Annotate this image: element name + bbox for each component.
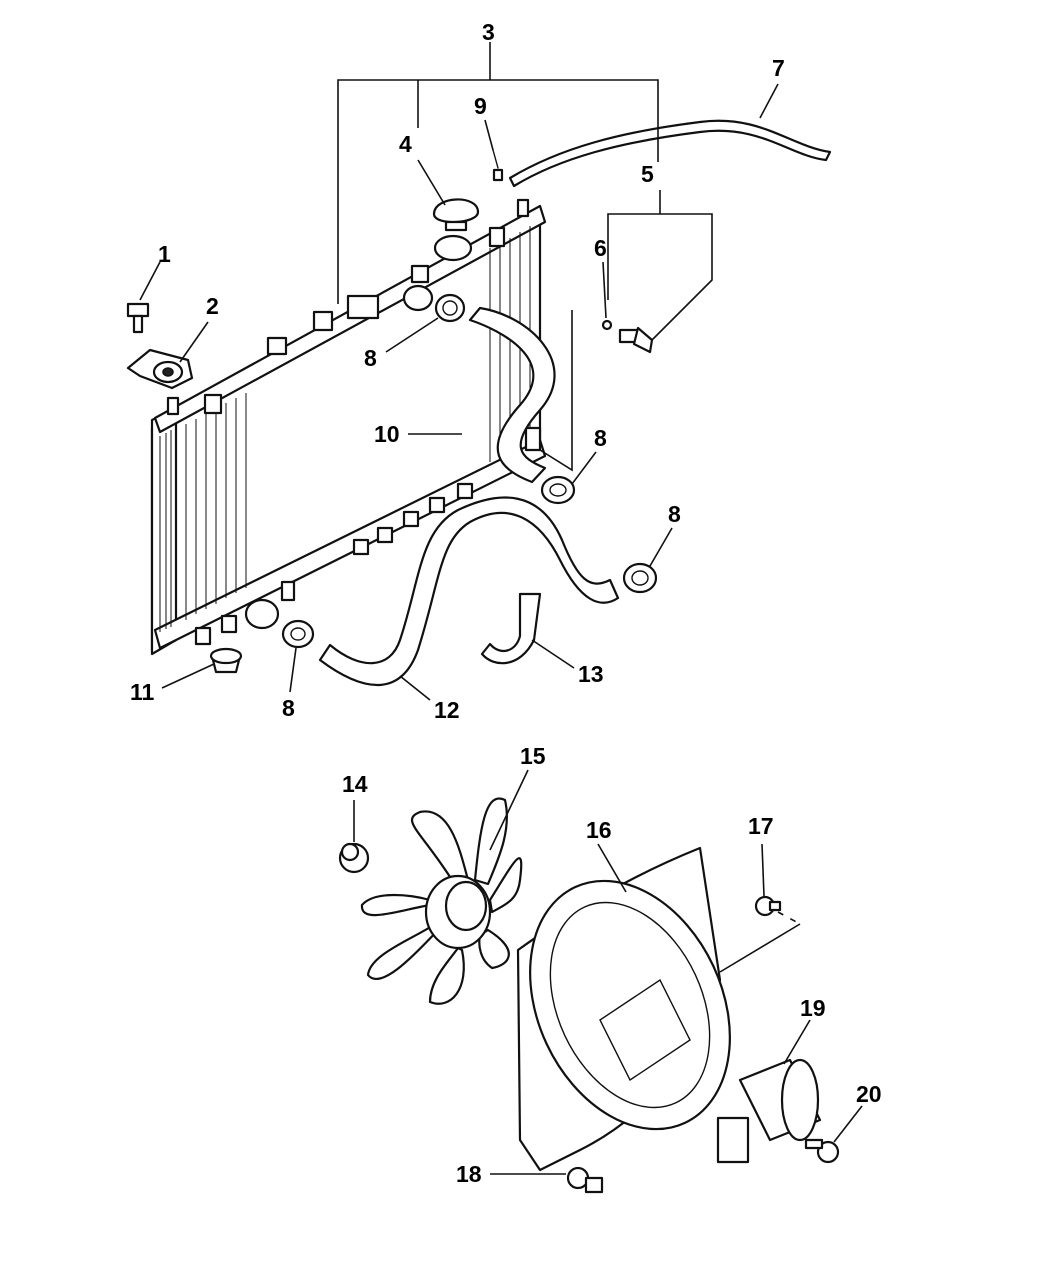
callout-16: 16 bbox=[586, 817, 612, 843]
part-17-bolt bbox=[754, 895, 782, 917]
part-20-screw bbox=[804, 1138, 840, 1164]
part-8-hose-clamp-right bbox=[622, 562, 658, 594]
part-8-hose-clamp-outlet bbox=[540, 475, 576, 505]
callout-15: 15 bbox=[520, 743, 546, 769]
callout-8-outlet: 8 bbox=[594, 425, 607, 451]
callout-8-lower: 8 bbox=[282, 695, 295, 721]
part-4-radiator-cap bbox=[432, 198, 480, 232]
callout-17: 17 bbox=[748, 813, 774, 839]
callout-2: 2 bbox=[206, 293, 219, 319]
callout-10: 10 bbox=[374, 421, 400, 447]
callout-19: 19 bbox=[800, 995, 826, 1021]
callout-11: 11 bbox=[130, 679, 155, 705]
callout-4: 4 bbox=[399, 131, 412, 157]
upper-radiator-hose bbox=[468, 306, 556, 484]
part-1-bolt bbox=[126, 302, 150, 334]
radiator bbox=[150, 198, 547, 656]
part-2-mount-bracket bbox=[126, 348, 194, 390]
callout-18: 18 bbox=[456, 1161, 482, 1187]
callout-1: 1 bbox=[158, 241, 171, 267]
part-5-drain-plug bbox=[618, 326, 654, 354]
callout-9: 9 bbox=[474, 93, 487, 119]
part-13-hose-bracket bbox=[480, 592, 542, 665]
part-15-fan-blade bbox=[360, 797, 523, 1005]
callout-13: 13 bbox=[578, 661, 604, 687]
callout-3: 3 bbox=[482, 19, 495, 45]
part-14-nut bbox=[338, 842, 370, 874]
leader-lines bbox=[139, 42, 863, 1175]
callout-12: 12 bbox=[434, 697, 460, 723]
part-8-hose-clamp-upper bbox=[434, 293, 466, 323]
part-8-hose-clamp-lower bbox=[281, 619, 315, 649]
part-11-grommet bbox=[209, 647, 243, 674]
callout-7: 7 bbox=[772, 55, 785, 81]
callout-20: 20 bbox=[856, 1081, 882, 1107]
callout-5: 5 bbox=[641, 161, 654, 187]
part-19-fan-motor bbox=[716, 1058, 822, 1164]
part-18-bolt bbox=[566, 1166, 604, 1194]
callout-14: 14 bbox=[342, 771, 368, 797]
callout-labels: 1 2 3 4 5 6 7 8 8 8 8 9 10 11 12 13 14 1… bbox=[130, 19, 882, 1187]
callout-8-upper: 8 bbox=[364, 345, 377, 371]
part-6-o-ring bbox=[601, 319, 613, 331]
part-16-fan-shroud bbox=[516, 846, 731, 1172]
part-7-overflow-tube bbox=[508, 119, 832, 188]
part-9-clip bbox=[492, 149, 504, 182]
callout-6: 6 bbox=[594, 235, 607, 261]
callout-8-right: 8 bbox=[668, 501, 681, 527]
lower-radiator-hose bbox=[318, 496, 620, 686]
